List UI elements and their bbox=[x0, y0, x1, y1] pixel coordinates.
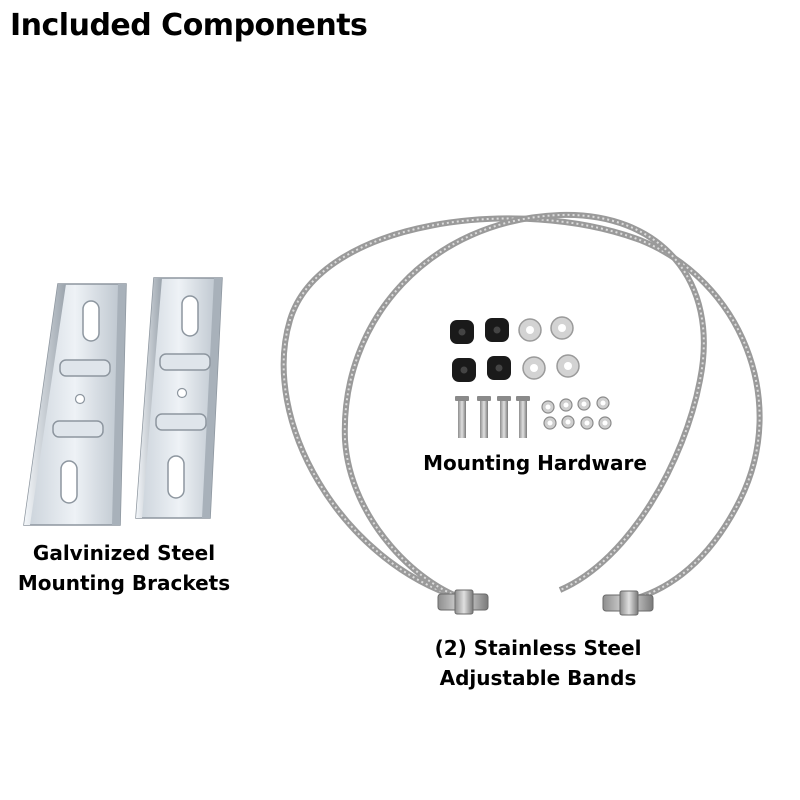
page-title: Included Components bbox=[10, 8, 368, 43]
mounting-bracket-left bbox=[23, 283, 127, 526]
mounting-bracket-right bbox=[135, 277, 223, 519]
bands-caption-line2: Adjustable Bands bbox=[439, 666, 637, 690]
mounting-hardware bbox=[450, 316, 612, 438]
brackets-caption-line1: Galvinized Steel bbox=[32, 541, 216, 565]
bands-caption-line1: (2) Stainless Steel bbox=[434, 636, 642, 660]
brackets-caption: Galvinized Steel Mounting Brackets bbox=[0, 538, 248, 598]
band-clamp-right bbox=[602, 590, 654, 616]
hardware-caption: Mounting Hardware bbox=[410, 448, 660, 478]
band-clamp-left bbox=[437, 589, 489, 615]
adjustable-bands bbox=[280, 211, 763, 616]
brackets-caption-line2: Mounting Brackets bbox=[17, 571, 231, 595]
hardware-caption-label: Mounting Hardware bbox=[423, 451, 647, 475]
bands-caption: (2) Stainless Steel Adjustable Bands bbox=[418, 633, 658, 693]
